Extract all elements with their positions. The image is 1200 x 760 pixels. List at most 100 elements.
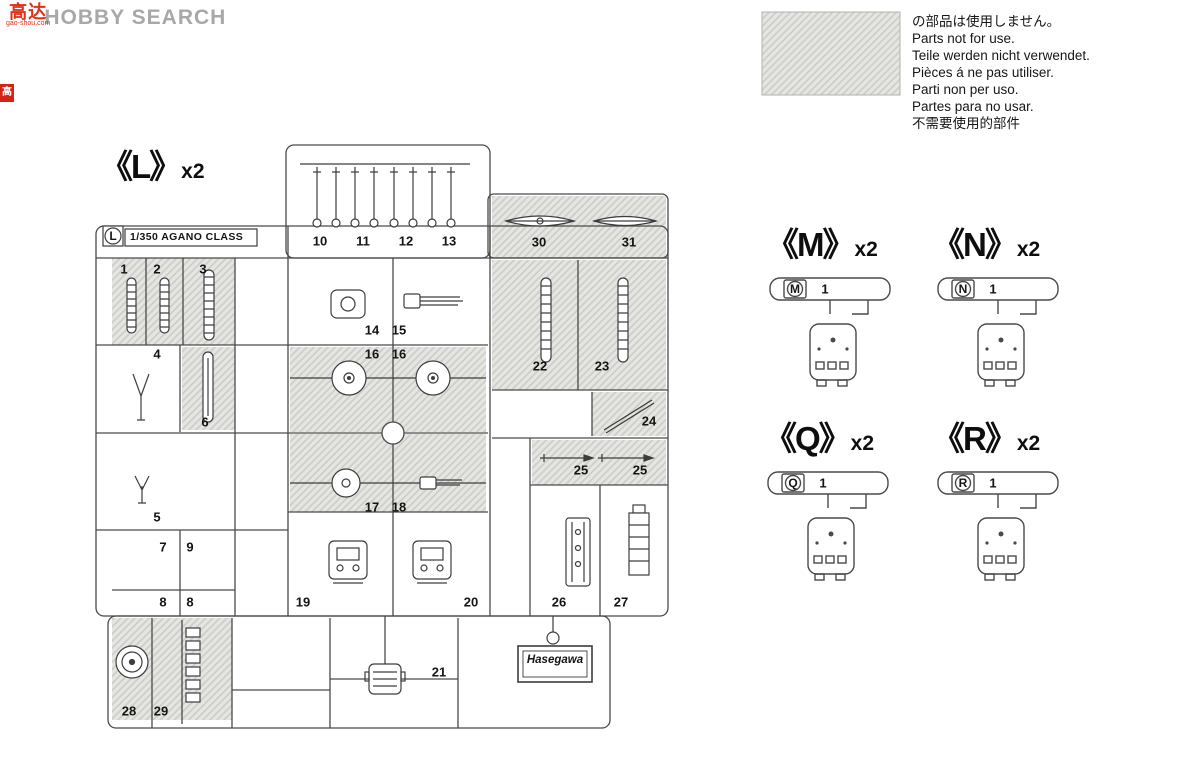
sprue-q-drawing bbox=[767, 471, 889, 581]
part-number: 3 bbox=[199, 261, 207, 277]
part-number: 27 bbox=[613, 594, 629, 610]
part-number: 29 bbox=[153, 703, 169, 719]
sprue-r-label-qty: x2 bbox=[1016, 432, 1041, 455]
watermark-logo: 高达 gao-shou.com bbox=[6, 2, 51, 28]
sprue-m-marker: M bbox=[790, 282, 800, 296]
part-21-shape bbox=[364, 663, 406, 695]
part-20-shape bbox=[412, 540, 452, 584]
part-number: 6 bbox=[201, 414, 209, 430]
part-number: 9 bbox=[186, 539, 194, 555]
sprue-q-label-bracket: 《Q》 bbox=[764, 420, 852, 457]
part-15-shape bbox=[403, 293, 463, 309]
part-number: 10 bbox=[312, 233, 328, 249]
sprue-l-label-bracket: 《L》 bbox=[100, 148, 182, 185]
watermark-logo-text: 高达 bbox=[9, 2, 48, 22]
part-number: 22 bbox=[532, 358, 548, 374]
part-number: 13 bbox=[441, 233, 457, 249]
part-number: 12 bbox=[398, 233, 414, 249]
hatch-swatch bbox=[761, 11, 901, 96]
notice-line: 不需要使用的部件 bbox=[912, 116, 1020, 131]
sprue-m-drawing bbox=[769, 277, 891, 387]
sprue-n-label-bracket: 《N》 bbox=[932, 226, 1018, 263]
part-number: 24 bbox=[641, 413, 657, 429]
sprue-l-frame bbox=[95, 144, 669, 729]
part-31-shape bbox=[591, 215, 659, 227]
part-14-shape bbox=[330, 289, 366, 319]
part-number: 16 bbox=[391, 346, 407, 362]
part-5-shape bbox=[134, 475, 150, 504]
notice-line: Pièces á ne pas utiliser. bbox=[912, 65, 1054, 80]
sprue-q-label-qty: x2 bbox=[850, 432, 875, 455]
part-28-shape bbox=[115, 645, 149, 679]
part-number: 1 bbox=[989, 475, 997, 491]
part-4-shape bbox=[132, 373, 150, 421]
part-number: 1 bbox=[989, 281, 997, 297]
sprue-n-marker: N bbox=[958, 282, 968, 296]
part-number: 5 bbox=[153, 509, 161, 525]
part-24-shape bbox=[603, 399, 655, 434]
notice-line: Teile werden nicht verwendet. bbox=[912, 48, 1090, 63]
part-25-shapes bbox=[540, 454, 655, 462]
part-number: 14 bbox=[364, 322, 380, 338]
part-number: 8 bbox=[159, 594, 167, 610]
sprue-n-drawing bbox=[937, 277, 1059, 387]
sprue-l-marker: L bbox=[109, 229, 117, 243]
part-number: 11 bbox=[356, 233, 370, 249]
part-number: 18 bbox=[391, 499, 407, 515]
sprue-r-drawing bbox=[937, 471, 1059, 581]
part-29-shape bbox=[181, 620, 201, 724]
part-number: 8 bbox=[186, 594, 194, 610]
part-number: 31 bbox=[621, 234, 637, 250]
sprue-l-parts bbox=[102, 163, 659, 724]
notice-line: Parti non per uso. bbox=[912, 82, 1019, 97]
sprue-m-label-bracket: 《M》 bbox=[766, 226, 855, 263]
part-number: 1 bbox=[120, 261, 128, 277]
part-number: 19 bbox=[295, 594, 311, 610]
sprue-l-marker-box bbox=[102, 225, 258, 247]
sprue-l-label-qty: x2 bbox=[181, 160, 205, 183]
sprue-m-label: 《M》 x2 bbox=[766, 218, 878, 266]
part-27-shape bbox=[628, 504, 650, 576]
watermark-brand-text: HOBBY SEARCH bbox=[44, 6, 227, 29]
part-number: 28 bbox=[121, 703, 137, 719]
sprue-l-label: 《L》 x2 bbox=[100, 140, 205, 188]
part-number: 20 bbox=[463, 594, 479, 610]
sprue-r-label: 《R》 x2 bbox=[932, 412, 1040, 460]
sprue-q-label: 《Q》 x2 bbox=[764, 412, 874, 460]
not-for-use-notice: の部品は使用しません。 Parts not for use. Teile werde… bbox=[912, 13, 1196, 132]
part-30-shape bbox=[503, 215, 577, 227]
notice-line: Parts not for use. bbox=[912, 31, 1015, 46]
part-number: 30 bbox=[531, 234, 547, 250]
part-number: 25 bbox=[632, 462, 648, 478]
edge-watermark: 高 bbox=[0, 84, 14, 102]
part-19-shape bbox=[328, 540, 368, 584]
notice-line: の部品は使用しません。 bbox=[912, 14, 1061, 29]
part-number: 16 bbox=[364, 346, 380, 362]
hasegawa-plate-shape bbox=[517, 631, 593, 683]
part-number: 1 bbox=[819, 475, 827, 491]
part-number: 25 bbox=[573, 462, 589, 478]
part-16-shapes bbox=[331, 360, 451, 396]
spring-parts bbox=[126, 269, 629, 363]
part-6-shape bbox=[202, 351, 214, 423]
part-18-shape bbox=[419, 476, 462, 490]
part-number: 26 bbox=[551, 594, 567, 610]
sprue-n-label-qty: x2 bbox=[1016, 238, 1041, 261]
part-number: 1 bbox=[821, 281, 829, 297]
notice-line: Partes para no usar. bbox=[912, 99, 1034, 114]
sprue-n-label: 《N》 x2 bbox=[932, 218, 1040, 266]
part-number: 17 bbox=[364, 499, 380, 515]
scale-label: 1/350 AGANO CLASS bbox=[130, 231, 244, 243]
part-number: 2 bbox=[153, 261, 161, 277]
part-number: 15 bbox=[391, 322, 407, 338]
gun-barrels bbox=[300, 163, 470, 228]
part-17-shape bbox=[331, 468, 361, 498]
part-number: 21 bbox=[431, 664, 447, 680]
part-number: 4 bbox=[153, 346, 161, 362]
part-number: 7 bbox=[159, 539, 167, 555]
watermark-site-text: gao-shou.com bbox=[6, 20, 51, 27]
sprue-q-marker: Q bbox=[788, 476, 798, 490]
part-26-shape bbox=[565, 517, 591, 587]
sprue-m-label-qty: x2 bbox=[854, 238, 878, 261]
